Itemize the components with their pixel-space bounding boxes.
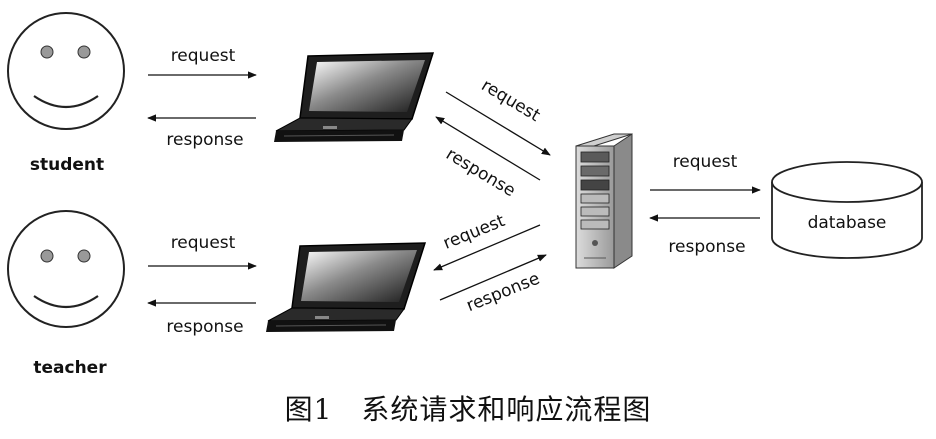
laptop-icon (274, 52, 435, 142)
laptop2-response-arrow (439, 254, 547, 301)
laptop2-request-label: request (440, 211, 508, 254)
laptop2-response-label: response (464, 269, 543, 316)
server-icon (575, 133, 633, 269)
student-response-label: response (166, 130, 243, 150)
teacher-label: teacher (33, 358, 107, 378)
flow-diagram: student teacher request response request… (7, 12, 923, 378)
server-request-label: request (673, 152, 738, 172)
student-label: student (30, 155, 104, 175)
teacher-request-label: request (171, 233, 236, 253)
laptop1-request-label: request (478, 76, 544, 127)
teacher-smiley-icon (7, 210, 125, 328)
student-request-label: request (171, 46, 236, 66)
database-label: database (808, 213, 887, 233)
teacher-response-label: response (166, 317, 243, 337)
laptop1-response-label: response (442, 144, 518, 201)
student-smiley-icon (7, 12, 125, 130)
laptop-icon (266, 242, 427, 332)
laptop1-request-arrow (445, 91, 551, 156)
laptop1-response-arrow (435, 116, 541, 181)
database-cylinder-icon (771, 161, 923, 259)
laptop2-request-arrow (433, 224, 541, 271)
figure-caption: 图1 系统请求和响应流程图 (284, 393, 652, 426)
server-response-label: response (668, 237, 745, 257)
